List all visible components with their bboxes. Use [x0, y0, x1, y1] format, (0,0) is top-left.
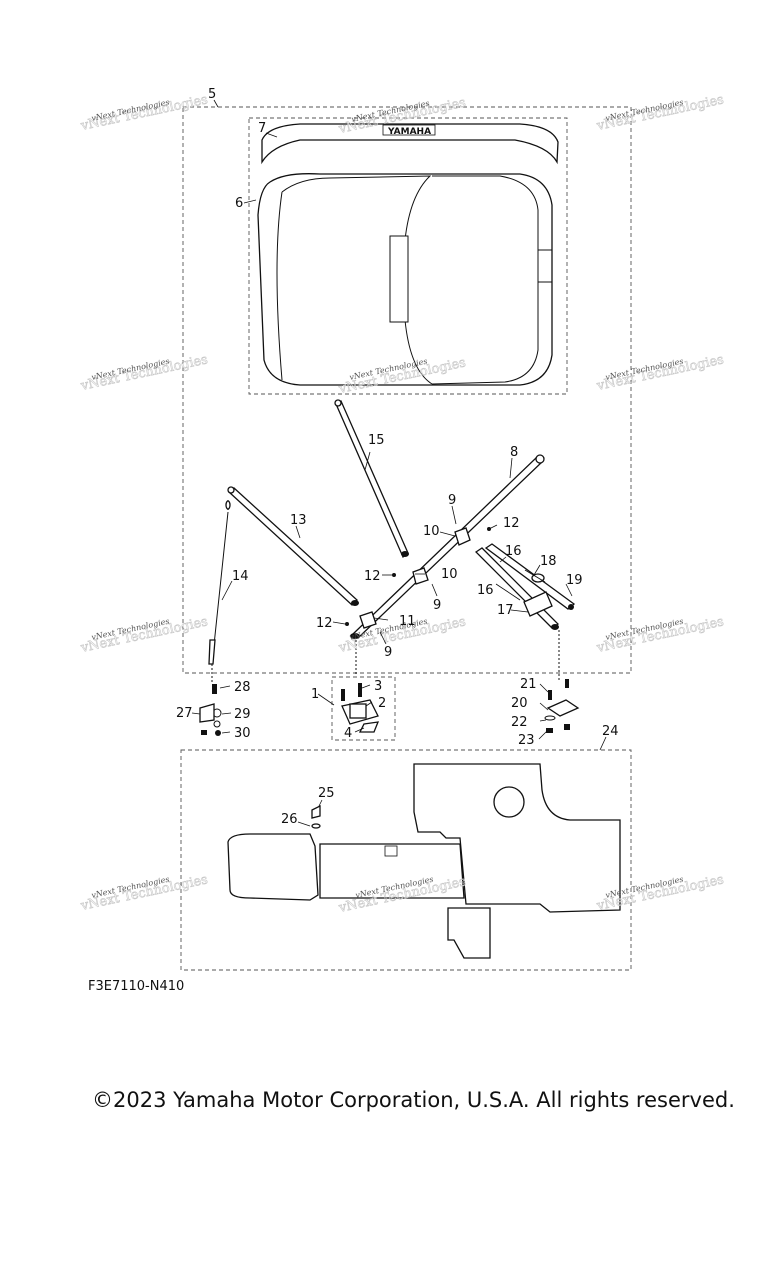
callout-14: 14 [232, 569, 249, 584]
part-24-mat [227, 763, 621, 959]
part-15-rod [334, 399, 409, 559]
callout-10b: 10 [441, 567, 458, 582]
part-8-rod [350, 454, 545, 639]
callout-28: 28 [234, 680, 251, 695]
callout-24: 24 [602, 724, 619, 739]
callout-5: 5 [208, 87, 216, 102]
callout-19: 19 [566, 573, 583, 588]
part-2-bracket [341, 699, 380, 733]
part-13-rod [227, 486, 359, 606]
callout-17: 17 [497, 603, 514, 618]
cover-6-7-outline [248, 117, 568, 395]
callout-3: 3 [374, 679, 382, 694]
callout-26: 26 [281, 812, 298, 827]
callout-29: 29 [234, 707, 251, 722]
callout-16a: 16 [505, 544, 522, 559]
figure-code: F3E7110-N410 [88, 979, 185, 994]
callouts: 5 7 6 15 8 13 9 10 12 16 18 14 12 10 16 … [176, 87, 619, 827]
part-25-26-clip [311, 804, 321, 829]
callout-6: 6 [235, 196, 243, 211]
part-20-bracket [546, 699, 580, 717]
callout-23: 23 [518, 733, 535, 748]
callout-7: 7 [258, 121, 266, 136]
callout-25: 25 [318, 786, 335, 801]
callout-27: 27 [176, 706, 193, 721]
yamaha-logo: YAMAHA [387, 127, 431, 137]
callout-2: 2 [378, 696, 386, 711]
callout-4: 4 [344, 726, 352, 741]
callout-15: 15 [368, 433, 385, 448]
copyright-notice: ©2023 Yamaha Motor Corporation, U.S.A. A… [92, 1088, 735, 1112]
callout-12c: 12 [316, 616, 333, 631]
callout-9a: 9 [448, 493, 456, 508]
callout-20: 20 [511, 696, 528, 711]
callout-12b: 12 [364, 569, 381, 584]
bracket-1-outline [331, 676, 396, 741]
callout-30: 30 [234, 726, 251, 741]
callout-11: 11 [399, 614, 416, 629]
callout-18: 18 [540, 554, 557, 569]
part-27-bracket [199, 703, 215, 723]
callout-16b: 16 [477, 583, 494, 598]
assembly-5-outline [182, 106, 632, 674]
part-7-top-panel: YAMAHA [261, 123, 559, 165]
callout-10a: 10 [423, 524, 440, 539]
part-14-strap [208, 500, 231, 665]
callout-12a: 12 [503, 516, 520, 531]
mat-24-outline [180, 749, 632, 971]
callout-1: 1 [311, 687, 319, 702]
callout-9b: 9 [433, 598, 441, 613]
callout-8: 8 [510, 445, 518, 460]
callout-22: 22 [511, 715, 528, 730]
part-6-cover [257, 173, 553, 386]
leader-lines [191, 99, 607, 827]
callout-9c: 9 [384, 645, 392, 660]
callout-21: 21 [520, 677, 537, 692]
callout-13: 13 [290, 513, 307, 528]
part-16-17-assembly [474, 543, 576, 630]
